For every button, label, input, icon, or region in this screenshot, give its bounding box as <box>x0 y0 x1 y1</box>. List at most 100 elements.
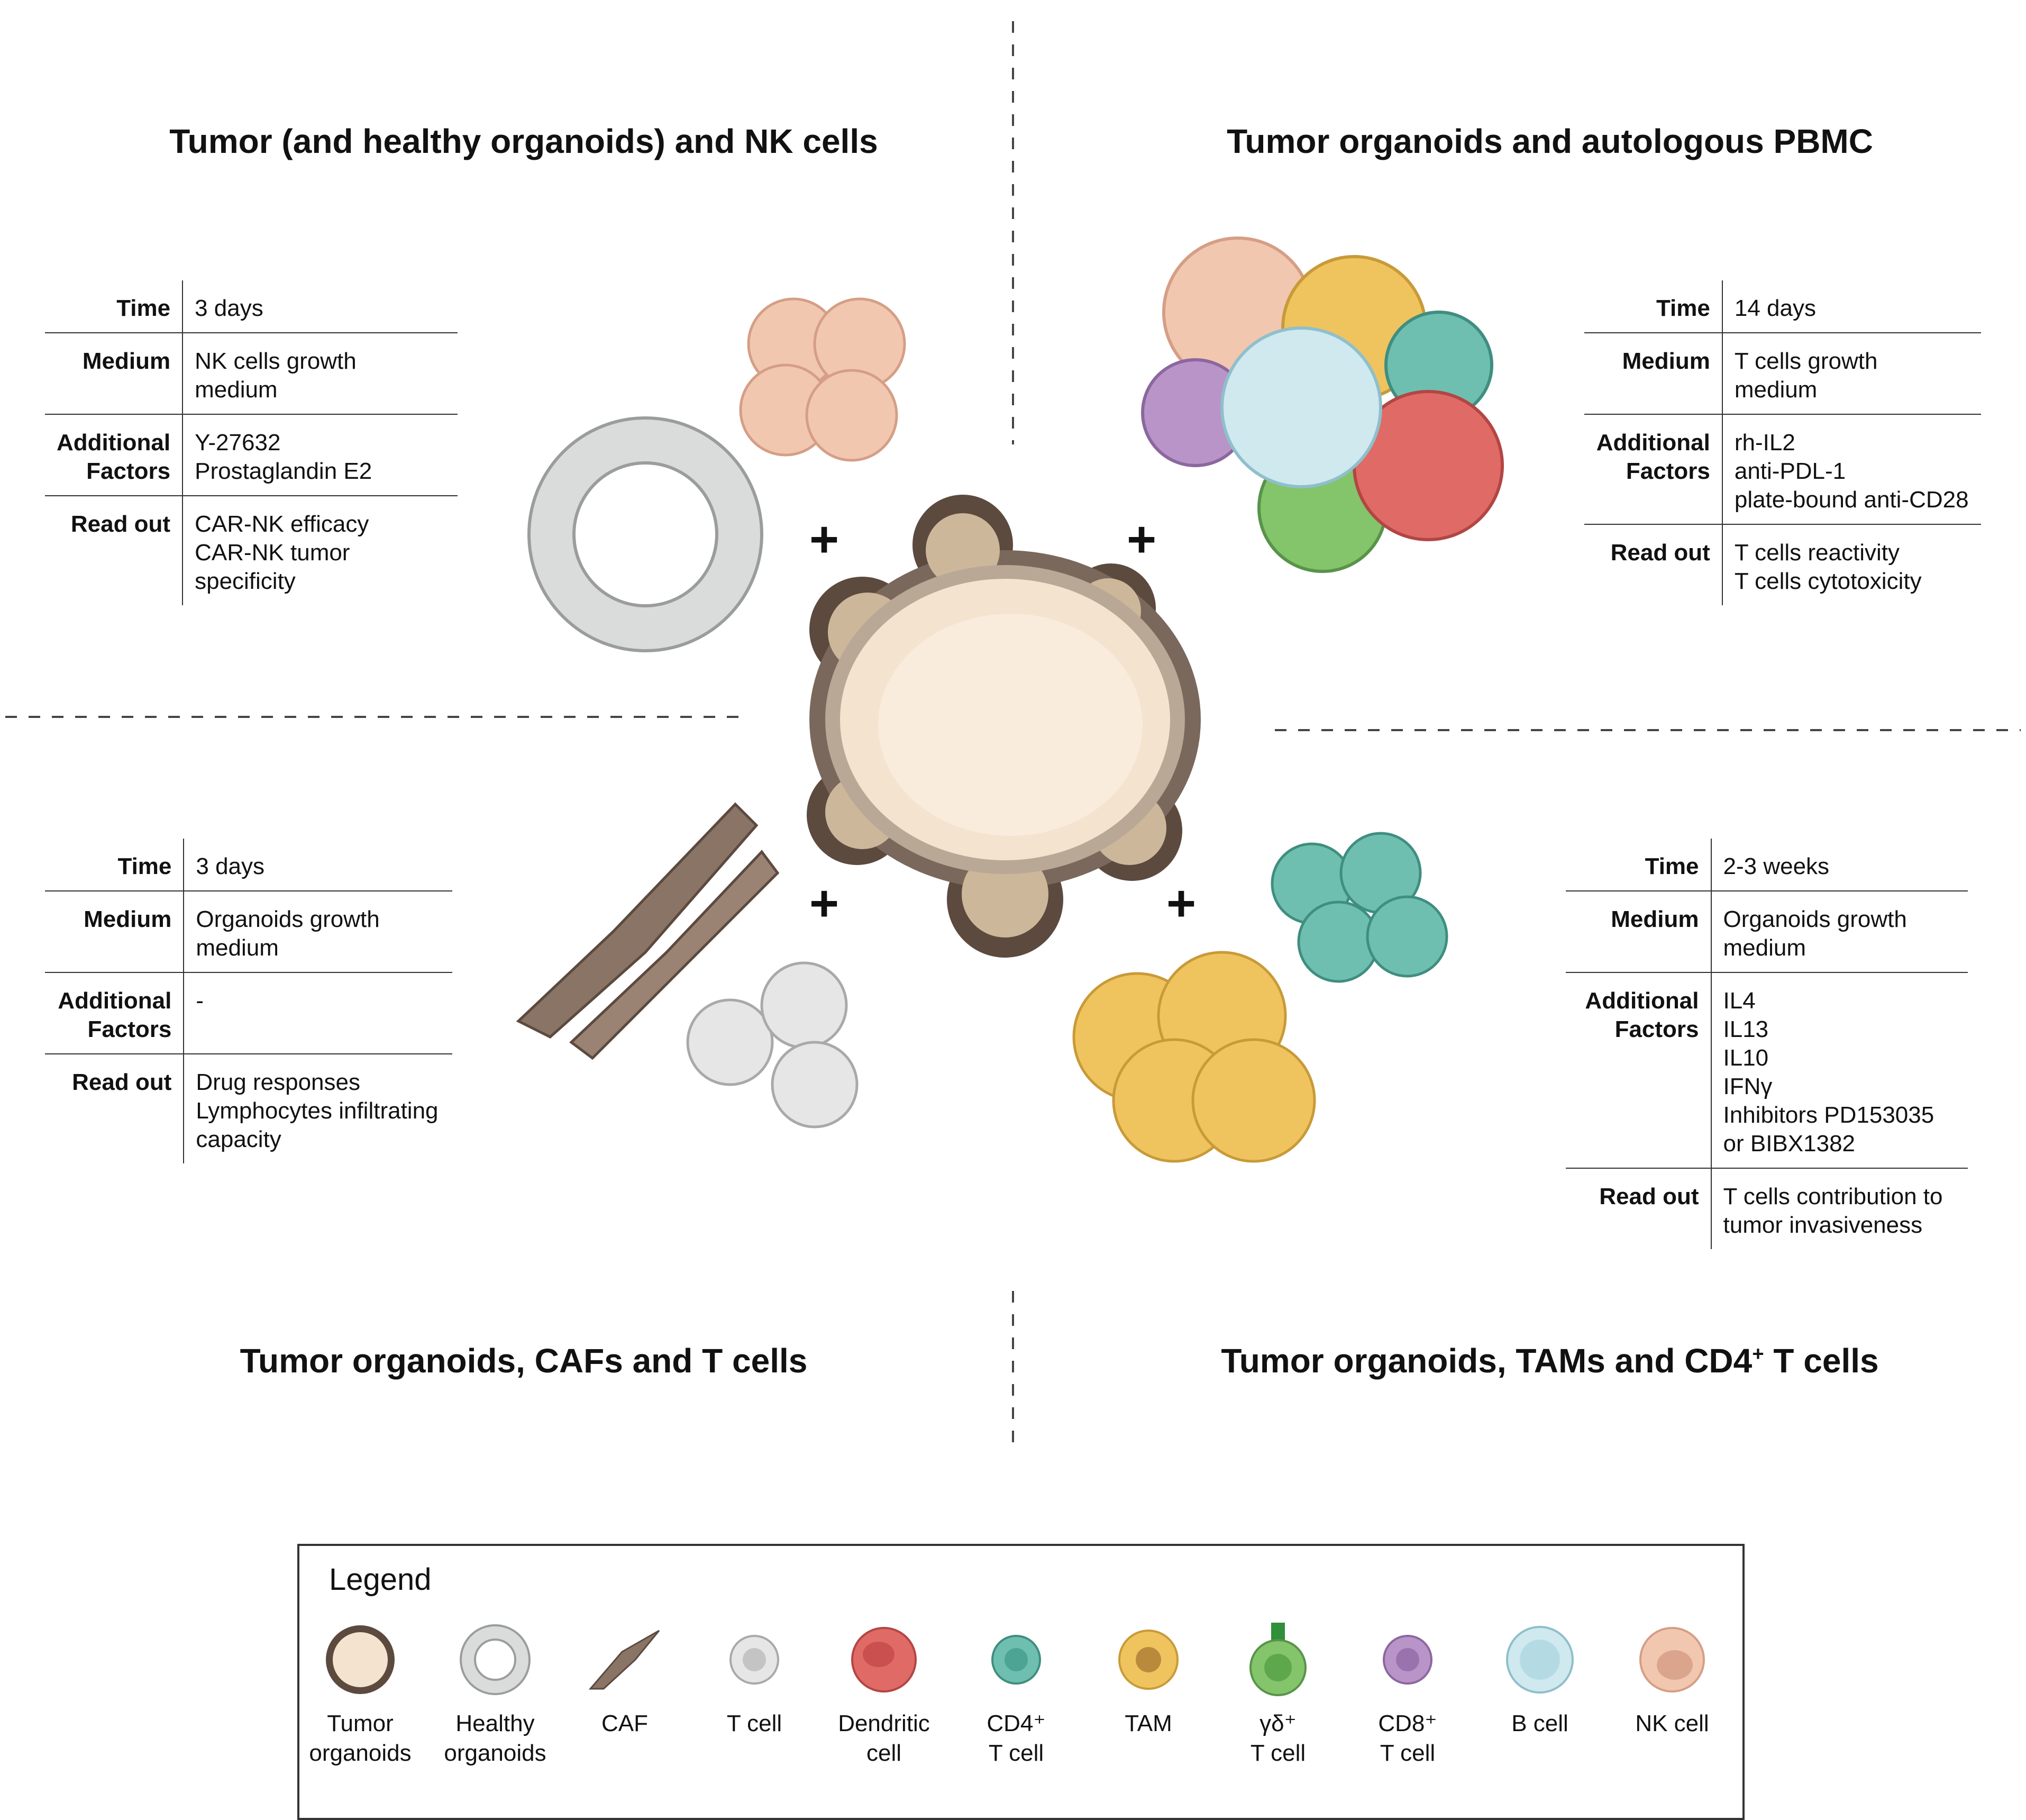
info-row-value-line: T cells growth <box>1734 348 1878 374</box>
info-row-value-line: IL4 <box>1723 988 1756 1014</box>
tumor-organoid-illustration <box>807 495 1201 958</box>
info-row-label-line: Factors <box>87 1016 172 1042</box>
info-row-label-line: Read out <box>1610 540 1710 566</box>
info-row-value-line: medium <box>1734 377 1818 403</box>
caf-tcell-illustration <box>516 802 859 1129</box>
legend-item-label-line: T cell <box>726 1710 782 1736</box>
info-row-value-line: 3 days <box>196 853 265 879</box>
tam-cd4-illustration <box>1072 832 1448 1163</box>
legend-item-label-line: organoids <box>309 1740 412 1766</box>
t-cell-icon <box>729 1635 779 1685</box>
legend-item-label-line: TAM <box>1125 1710 1172 1736</box>
pbmc-cluster-illustration <box>1141 236 1504 573</box>
info-row-value-line: anti-PDL-1 <box>1734 458 1846 484</box>
info-row-value-line: medium <box>195 377 278 403</box>
info-row-value: Organoids growth medium <box>1711 891 1968 973</box>
info-row-label: Time <box>45 280 184 333</box>
info-row-label-line: Time <box>117 853 172 879</box>
info-row-value-line: Lymphocytes infiltrating <box>196 1098 439 1124</box>
legend-item-label-line: CD8⁺ <box>1378 1710 1437 1736</box>
legend-item-label: T cell <box>691 1709 818 1739</box>
info-row: Time 14 days <box>1584 280 1981 333</box>
tumor-organoids-icon <box>326 1625 395 1694</box>
legend-item-label-line: cell <box>866 1740 902 1766</box>
caf-icon <box>588 1630 660 1690</box>
legend-item-label-line: Healthy <box>455 1710 535 1736</box>
title-top-left: Tumor (and healthy organoids) and NK cel… <box>169 122 878 160</box>
gd-t-cell-icon <box>1249 1623 1307 1696</box>
divider-lines <box>5 21 2021 1450</box>
legend-item-label: γδ⁺T cell <box>1215 1709 1341 1768</box>
info-row-value: 3 days <box>182 280 458 333</box>
legend-item-nk-cell: NK cell <box>1609 1620 1736 1739</box>
info-row-label: Read out <box>1584 524 1723 605</box>
info-row-value: T cells growth medium <box>1722 333 1981 415</box>
legend-item-tam: TAM <box>1085 1620 1212 1739</box>
info-row-value-line: Y-27632 <box>195 430 281 456</box>
tam-icon <box>1118 1630 1179 1690</box>
plus-sign: + <box>1166 875 1197 932</box>
info-row-value-line: capacity <box>196 1126 281 1152</box>
legend-item-label-line: T cell <box>1380 1740 1436 1766</box>
healthy-organoids-icon <box>460 1624 531 1695</box>
legend-item-cd4-t-cell: CD4⁺ T cell <box>953 1620 1080 1768</box>
info-row-value-line: CAR-NK efficacy <box>195 511 369 537</box>
info-row-value: 3 days <box>184 839 452 891</box>
legend-item-label-line: T cell <box>988 1740 1044 1766</box>
healthy-organoid-illustration <box>527 416 763 652</box>
legend-item-label: Healthy organoids <box>432 1709 559 1768</box>
legend-item-label: CD4⁺ T cell <box>953 1709 1080 1768</box>
legend-item-label-line: organoids <box>444 1740 546 1766</box>
info-row-value-line: rh-IL2 <box>1734 430 1795 456</box>
dendritic-cell-icon <box>851 1627 917 1692</box>
title-top-right: Tumor organoids and autologous PBMC <box>1227 122 1873 160</box>
legend-item-label: CAF <box>561 1709 688 1739</box>
b-cell-icon <box>1506 1626 1574 1694</box>
info-row: Time 3 days <box>45 280 458 333</box>
info-row-label-line: Additional <box>1596 430 1710 456</box>
info-row-label: Medium <box>45 891 185 973</box>
info-row-value-line: T cells reactivity <box>1734 540 1900 566</box>
legend-item-label-line: CD4⁺ <box>987 1710 1046 1736</box>
title-bottom-right: Tumor organoids, TAMs and CD4+ T cells <box>1221 1342 1879 1380</box>
info-row-value-line: T cells contribution to <box>1723 1184 1943 1209</box>
info-row-label-line: Time <box>1656 295 1710 321</box>
info-row-value: 14 days <box>1722 280 1981 333</box>
title-bottom-left: Tumor organoids, CAFs and T cells <box>240 1342 808 1380</box>
info-row-label-line: Time <box>116 295 171 321</box>
info-row-value-line: medium <box>1723 935 1806 961</box>
legend-item-label: B cell <box>1476 1709 1603 1739</box>
info-row-label-line: Factors <box>1626 458 1710 484</box>
legend-item-label-line: T cell <box>1250 1740 1306 1766</box>
info-row-label-line: Additional <box>1585 988 1699 1014</box>
cd8-t-cell-icon <box>1383 1635 1432 1685</box>
legend-item-gd-t-cell: γδ⁺T cell <box>1215 1620 1341 1768</box>
info-row-label: Read out <box>45 1054 185 1163</box>
info-row-value-line: IL10 <box>1723 1045 1769 1071</box>
legend-item-t-cell: T cell <box>691 1620 818 1739</box>
info-row-value-line: Organoids growth <box>1723 906 1907 932</box>
info-row-label-line: Additional <box>57 430 171 456</box>
